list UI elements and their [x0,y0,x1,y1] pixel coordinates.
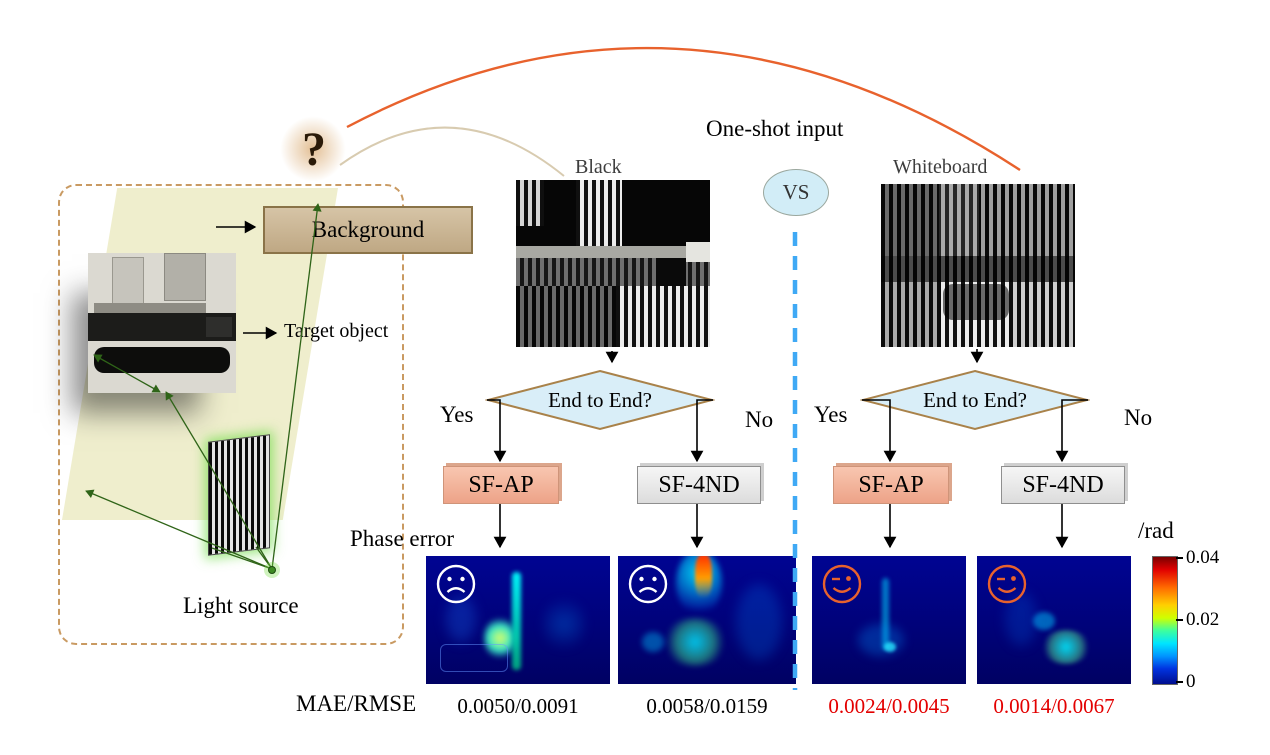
method-label: SF-4ND [658,471,740,498]
input-image-black [516,180,710,347]
yes-branch-label: Yes [440,402,474,427]
fringe-region [937,184,1075,256]
decision-question: End to End? [923,387,1027,412]
diamond-shape [860,369,1090,431]
heatmap-outline [440,644,508,672]
heatmap-blob [662,618,728,666]
heatmap-blob [1041,630,1091,664]
object-part [164,253,206,301]
fringe-region [516,180,544,226]
decision-question: End to End? [548,387,652,412]
colorbar [1152,556,1178,685]
heatmap-blob [736,584,782,660]
target-object-label: Target object [284,320,389,342]
light-source-label: Light source [183,593,299,618]
fringe-region [516,286,616,347]
heatmap-blob [446,596,476,642]
orange-arc [346,47,1021,172]
figure-title: One-shot input [706,116,844,141]
method-box-sfap: SF-AP [833,466,949,504]
background-label: Background [311,217,425,242]
sad-face-icon [436,564,476,604]
object-part [206,317,232,337]
phase-error-label: Phase error [350,526,455,551]
diamond-shape [485,369,715,431]
method-box-sf4nd: SF-4ND [637,466,761,504]
wink-smile-icon [822,564,862,604]
error-map-black-sf4nd [618,556,796,684]
colorbar-tickmark [1176,557,1183,559]
fringe-region [881,282,941,347]
fringe-region [686,242,710,262]
heatmap-blob [484,616,516,660]
heatmap-blob [884,642,896,652]
fringe-region [881,184,937,256]
heatmap-blob [695,556,712,598]
no-branch-label: No [1124,405,1153,430]
beige-arc [339,126,565,177]
fringe-region [881,256,1075,282]
fringe-region [576,180,622,258]
heatmap-blob [512,572,521,670]
metric-value: 0.0050/0.0091 [457,694,579,718]
method-box-sf4nd: SF-4ND [1001,466,1125,504]
input-label-whiteboard: Whiteboard [893,156,988,178]
question-mark: ? [302,123,326,176]
fringe-grating-image [208,434,270,556]
object-part [94,303,206,315]
question-glow [280,116,346,182]
no-branch-label: No [745,407,774,432]
metric-value-highlighted: 0.0014/0.0067 [993,694,1115,718]
decision-diamond-left: End to End? [485,368,715,432]
fringe-region [939,184,979,256]
object-part [94,347,230,373]
target-object-image [88,253,236,393]
vs-label: VS [782,180,810,204]
method-box-sfap: SF-AP [443,466,559,504]
fringe-region [1009,282,1075,347]
colorbar-tick-label: 0.04 [1186,547,1220,568]
method-label: SF-AP [468,471,534,498]
metric-value: 0.0058/0.0159 [646,694,768,718]
sad-face-icon [628,564,668,604]
fringe-region [656,258,686,286]
heatmap-blob [642,632,664,652]
object-part [112,257,144,311]
input-label-black: Black [575,156,622,178]
error-map-whiteboard-sf4nd [977,556,1131,684]
setup-dashed-box [58,184,404,645]
colorbar-unit-label: /rad [1138,518,1174,543]
vs-badge: VS [763,169,829,216]
background-label-box: Background [263,206,473,254]
fringe-region [516,246,710,258]
colorbar-tick-label: 0.02 [1186,609,1220,630]
colorbar-tick-label: 0 [1186,671,1196,692]
error-map-black-sfap [426,556,610,684]
colorbar-tickmark [1176,681,1183,683]
metric-value-highlighted: 0.0024/0.0045 [828,694,950,718]
yes-branch-label: Yes [814,402,848,427]
wink-smile-icon [987,564,1027,604]
colorbar-tickmark [1176,619,1183,621]
metrics-row-label: MAE/RMSE [296,691,417,716]
heatmap-blob [542,592,586,656]
fringe-region [943,284,1009,320]
heatmap-blob [882,578,889,650]
heatmap-blob [858,624,904,656]
input-image-whiteboard [881,184,1075,347]
method-label: SF-AP [858,471,924,498]
error-map-whiteboard-sfap [812,556,966,684]
decision-diamond-right: End to End? [860,368,1090,432]
heatmap-blob [1033,612,1055,630]
method-label: SF-4ND [1022,471,1104,498]
fringe-region [616,286,710,347]
